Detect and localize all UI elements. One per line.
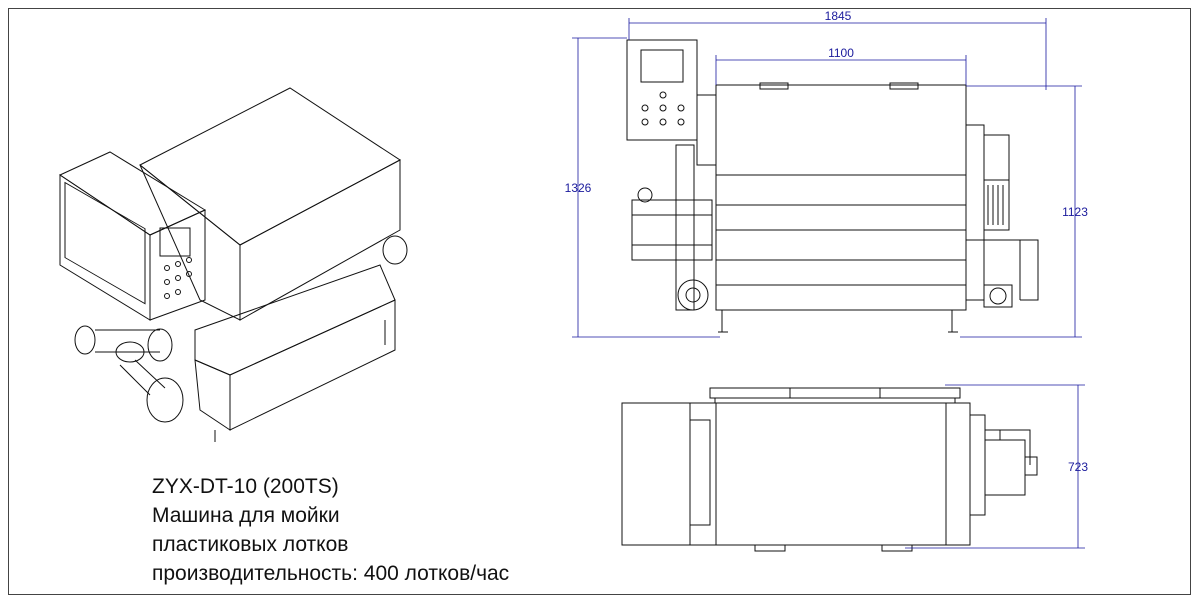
top-view xyxy=(621,387,1038,552)
caption-line-1: Машина для мойки xyxy=(152,504,340,527)
drawing-frame xyxy=(8,8,1191,595)
dimension-lines xyxy=(572,18,1085,549)
panel-screen xyxy=(159,227,191,257)
tank-top xyxy=(689,402,971,546)
pipes xyxy=(74,235,408,423)
dim-overall-length: 1845 xyxy=(825,9,852,23)
dim-tank-height: 1123 xyxy=(1062,205,1088,219)
dim-width: 723 xyxy=(1068,460,1088,474)
control-panel xyxy=(626,39,698,141)
wash-tank xyxy=(715,84,967,311)
motor xyxy=(983,179,1010,231)
isometric-view xyxy=(58,87,408,442)
caption-line-3: производительность: 400 лотков/час xyxy=(152,562,510,585)
rail xyxy=(709,387,961,399)
dim-overall-height: 1326 xyxy=(565,181,592,195)
pump xyxy=(677,279,709,311)
pump-motor xyxy=(146,377,184,423)
panel-door xyxy=(64,181,146,305)
panel-buttons xyxy=(164,257,192,299)
dim-tank-length: 1100 xyxy=(828,46,854,60)
front-view xyxy=(626,39,1039,333)
panel-display xyxy=(640,49,684,83)
panel-buttons-front xyxy=(641,91,685,126)
model-name: ZYX-DT-10 (200TS) xyxy=(152,475,339,498)
caption-line-2: пластиковых лотков xyxy=(152,533,349,556)
